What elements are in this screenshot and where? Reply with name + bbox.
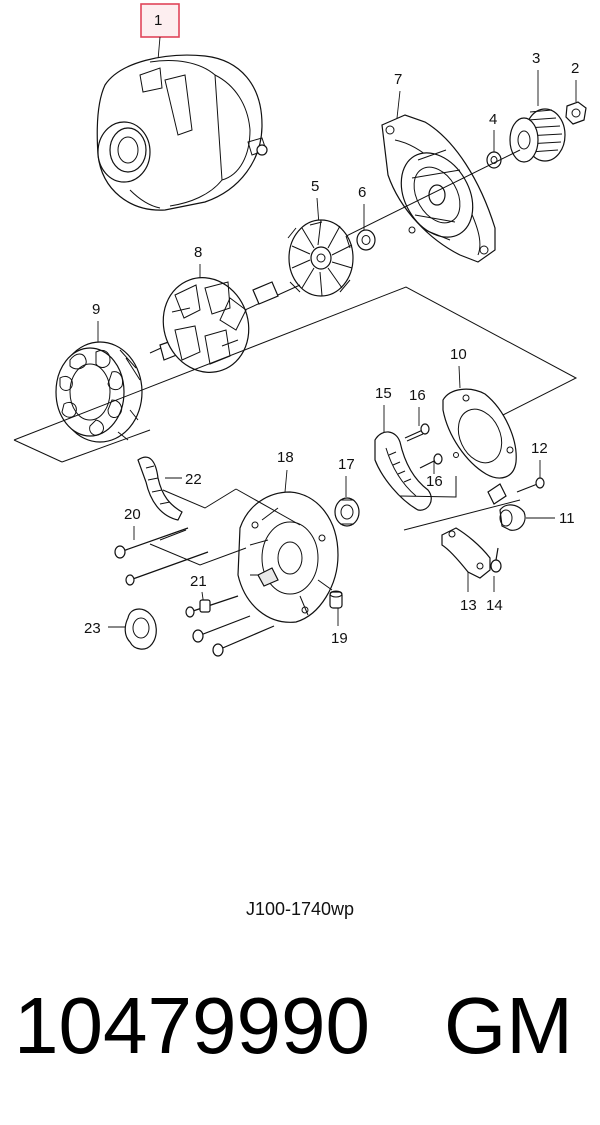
callout-23: 23 [84,620,101,637]
screw-16-upper [404,423,430,442]
locating-pin [329,590,343,609]
callout-10: 10 [450,346,467,363]
rectifier-plate [442,388,517,479]
callout-21: 21 [190,573,207,590]
callout-15: 15 [375,385,392,402]
stator [55,341,143,443]
callout-3: 3 [532,50,540,67]
part-number: 10479990 [14,981,370,1070]
pulley-nut [565,101,587,125]
heat-shield [137,456,183,521]
drawing-code: J100-1740wp [245,899,355,919]
exploded-parts-diagram: 1 2 3 4 7 [13,3,587,657]
callout-12: 12 [531,440,548,457]
callout-2: 2 [571,60,579,77]
slip-ring-end-housing [237,491,339,623]
voltage-regulator [487,483,526,531]
callout-14: 14 [486,597,503,614]
callout-17: 17 [338,456,355,473]
callout-5: 5 [311,178,319,195]
mounting-bracket [441,527,491,579]
bracket-bolt [490,547,502,573]
callout-6: 6 [358,184,366,201]
gasket [124,608,157,650]
drive-end-housing [381,114,496,263]
brush-cover [374,431,432,511]
spacer-ring [486,151,502,169]
inner-spacer [356,229,376,251]
bearing [334,497,360,527]
callout-13: 13 [460,597,477,614]
callout-11: 11 [559,510,575,527]
callout-9: 9 [92,301,100,318]
alternator-assembly [96,54,268,211]
brand-name: GM [444,981,573,1070]
rotor [149,277,301,373]
callout-19: 19 [331,630,348,647]
screw-12 [516,477,545,493]
terminal-stud [185,595,275,657]
callout-16a: 16 [409,387,426,404]
callout-16b: 16 [426,473,443,490]
screw-16-lower [419,453,443,469]
callout-20: 20 [124,506,141,523]
callout-7: 7 [394,71,402,88]
cooling-fan [287,219,354,297]
callout-1: 1 [154,12,162,29]
callout-22: 22 [185,471,202,488]
callout-8: 8 [194,244,202,261]
callout-4: 4 [489,111,497,128]
rotor-group-outline [13,286,578,441]
through-bolts [114,527,209,586]
pulley [509,108,566,163]
callout-18: 18 [277,449,294,466]
